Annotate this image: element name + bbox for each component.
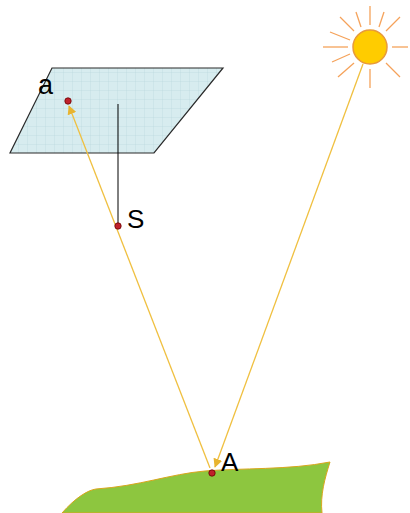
image-plane <box>10 68 223 153</box>
projection-center <box>115 223 121 229</box>
sun-rays <box>323 6 408 88</box>
sun <box>353 30 387 64</box>
image-plane-grid <box>10 68 223 153</box>
ground <box>62 462 330 513</box>
point-label: A <box>221 449 238 475</box>
point-label: a <box>38 72 53 99</box>
reflected-ray <box>69 106 210 468</box>
incident-ray <box>215 64 363 467</box>
image-point <box>65 98 71 104</box>
optical-axis <box>118 104 119 224</box>
point-label: S <box>127 206 144 232</box>
ground-point <box>209 470 215 476</box>
